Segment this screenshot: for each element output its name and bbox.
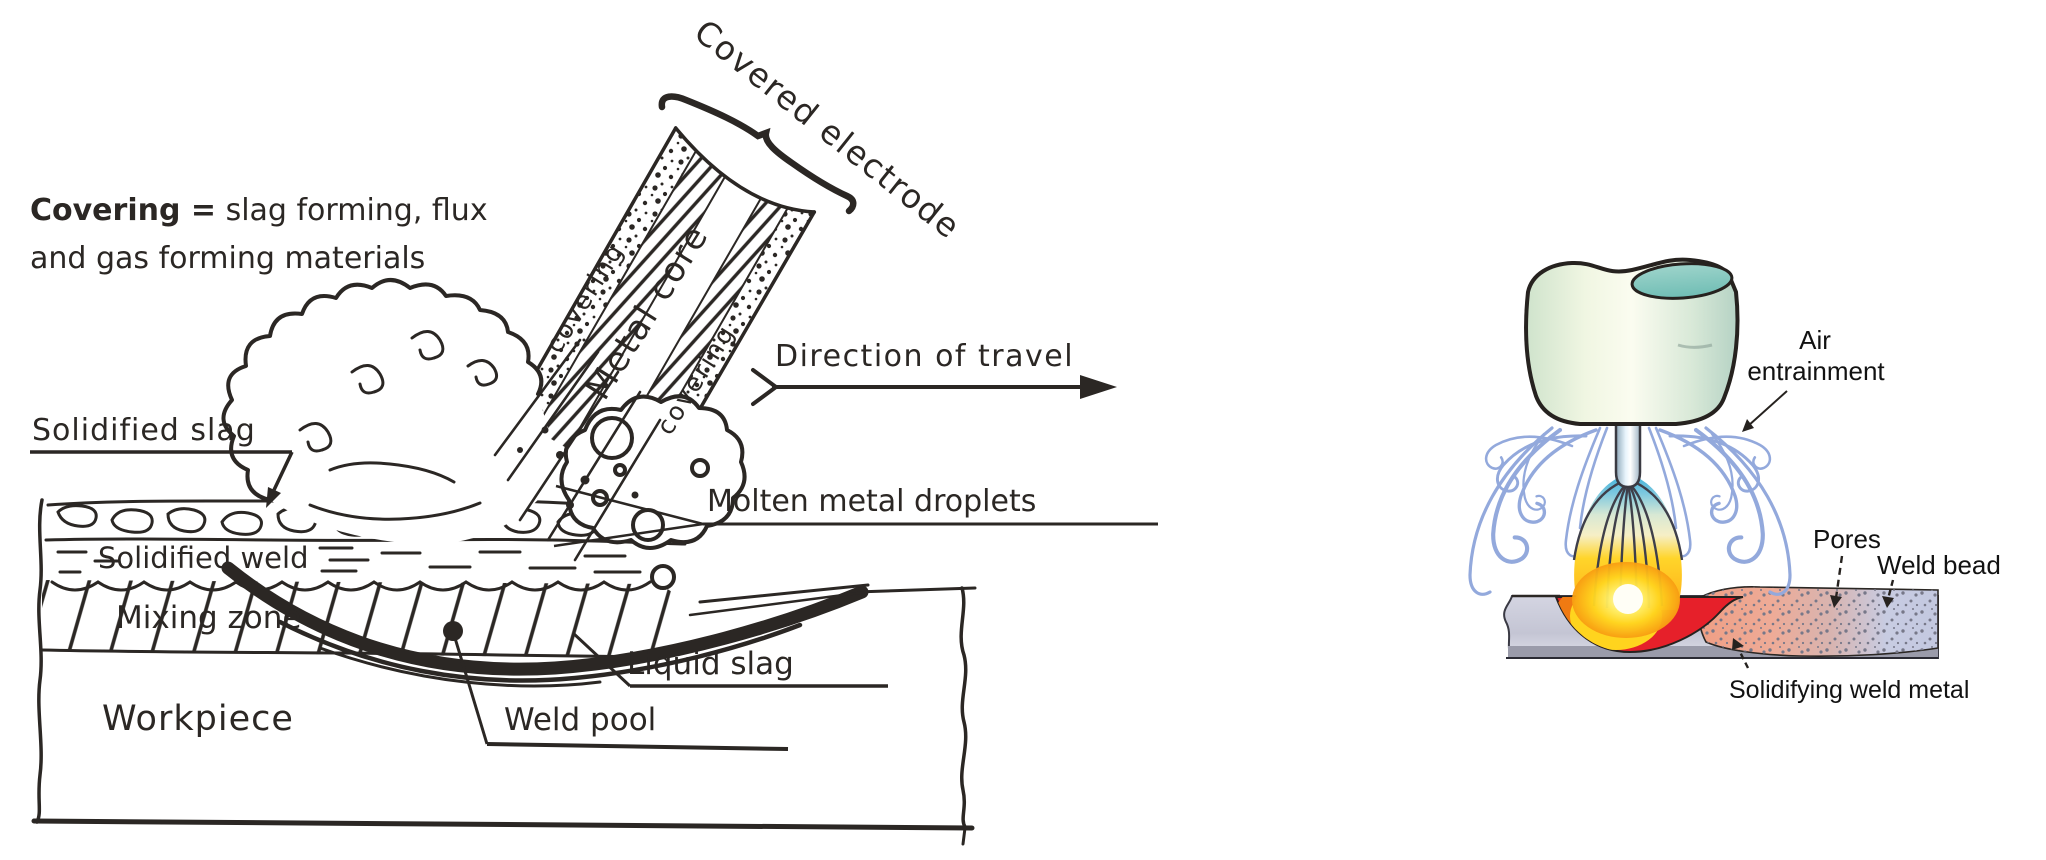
electrode-brace xyxy=(658,93,857,215)
weld-pool-label: Weld pool xyxy=(504,702,656,738)
pores-arrowhead xyxy=(1830,595,1842,608)
air-entrainment-label-line1: Air xyxy=(1799,325,1831,355)
smaw-process-diagram: covering Metal core covering Covered ele… xyxy=(30,12,1158,846)
fume-cloud xyxy=(221,278,560,545)
solidifying-weld-metal-label: Solidifying weld metal xyxy=(1729,676,1969,704)
weld-bead-label: Weld bead xyxy=(1877,550,2001,580)
solidified-slag-label: Solidified slag xyxy=(32,413,256,448)
solidified-weld-label: Solidified weld xyxy=(98,541,309,575)
workpiece-outline xyxy=(31,498,977,846)
nozzle-cup xyxy=(1524,257,1740,426)
droplet-cluster xyxy=(493,338,747,590)
weld-bead-arrowhead xyxy=(1882,596,1894,608)
electrode-rod xyxy=(1614,418,1642,489)
covering-note: Covering = slag forming, flux and gas fo… xyxy=(30,193,488,276)
molten-droplets-label: Molten metal droplets xyxy=(707,484,1036,519)
mixing-zone-band xyxy=(41,580,702,659)
nozzle-cup-opening xyxy=(1630,262,1734,300)
workpiece-top-surface xyxy=(854,586,977,594)
workpiece-label: Workpiece xyxy=(102,699,294,739)
liquid-slag-label: Liquid slag xyxy=(627,646,794,682)
molten-droplets-callout: Molten metal droplets xyxy=(553,484,1158,548)
weld-pool-point xyxy=(443,621,463,641)
arc-air-entrainment-diagram: Air entrainment Pores Weld bead Solidify… xyxy=(1468,257,2001,704)
workpiece-bottom-edge xyxy=(31,818,975,831)
solidifying-weld-metal-callout: Solidifying weld metal xyxy=(1729,638,1969,704)
arc-streak-lines xyxy=(493,338,662,562)
arc-flame xyxy=(1572,474,1684,638)
weld-bead xyxy=(1697,586,1939,657)
direction-of-travel-label: Direction of travel xyxy=(775,339,1074,374)
pores-callout: Pores xyxy=(1813,524,1881,608)
air-entrainment-swirls xyxy=(1468,405,1792,596)
weld-pool-callout: Weld pool xyxy=(453,637,789,751)
direction-arrowhead xyxy=(1080,375,1117,399)
electrode-metal-core-band xyxy=(567,163,770,470)
direction-arrow-fletching xyxy=(751,368,780,406)
solidified-weld-band xyxy=(50,546,652,592)
air-entrainment-callout: Air entrainment xyxy=(1742,325,1885,432)
air-entrainment-label-line2: entrainment xyxy=(1747,356,1885,386)
solidified-slag-callout: Solidified slag xyxy=(30,413,294,508)
workpiece-left-edge xyxy=(35,498,44,824)
workpiece-bottom-tick xyxy=(961,826,967,846)
electrode-covering-band-left xyxy=(510,130,700,430)
workpiece-right-edge xyxy=(959,586,968,829)
svg-text:Covering = slag forming, flux: Covering = slag forming, flux xyxy=(30,193,488,228)
covering-note-bold: Covering = xyxy=(30,193,216,228)
covering-note-rest: slag forming, flux xyxy=(216,193,488,228)
arc-hot-spot xyxy=(1613,584,1643,614)
air-entrainment-arrowhead xyxy=(1742,419,1754,432)
covering-note-line2: and gas forming materials xyxy=(30,241,425,276)
mixing-zone-label: Mixing zone xyxy=(116,600,301,636)
weld-bead-callout: Weld bead xyxy=(1877,550,2001,608)
liquid-slag-callout: Liquid slag xyxy=(571,631,888,688)
solidifying-weld-metal-arrowhead xyxy=(1732,638,1744,650)
pores-label: Pores xyxy=(1813,524,1881,554)
solidified-slag-arrowhead xyxy=(266,487,281,508)
direction-of-travel: Direction of travel xyxy=(751,339,1117,406)
